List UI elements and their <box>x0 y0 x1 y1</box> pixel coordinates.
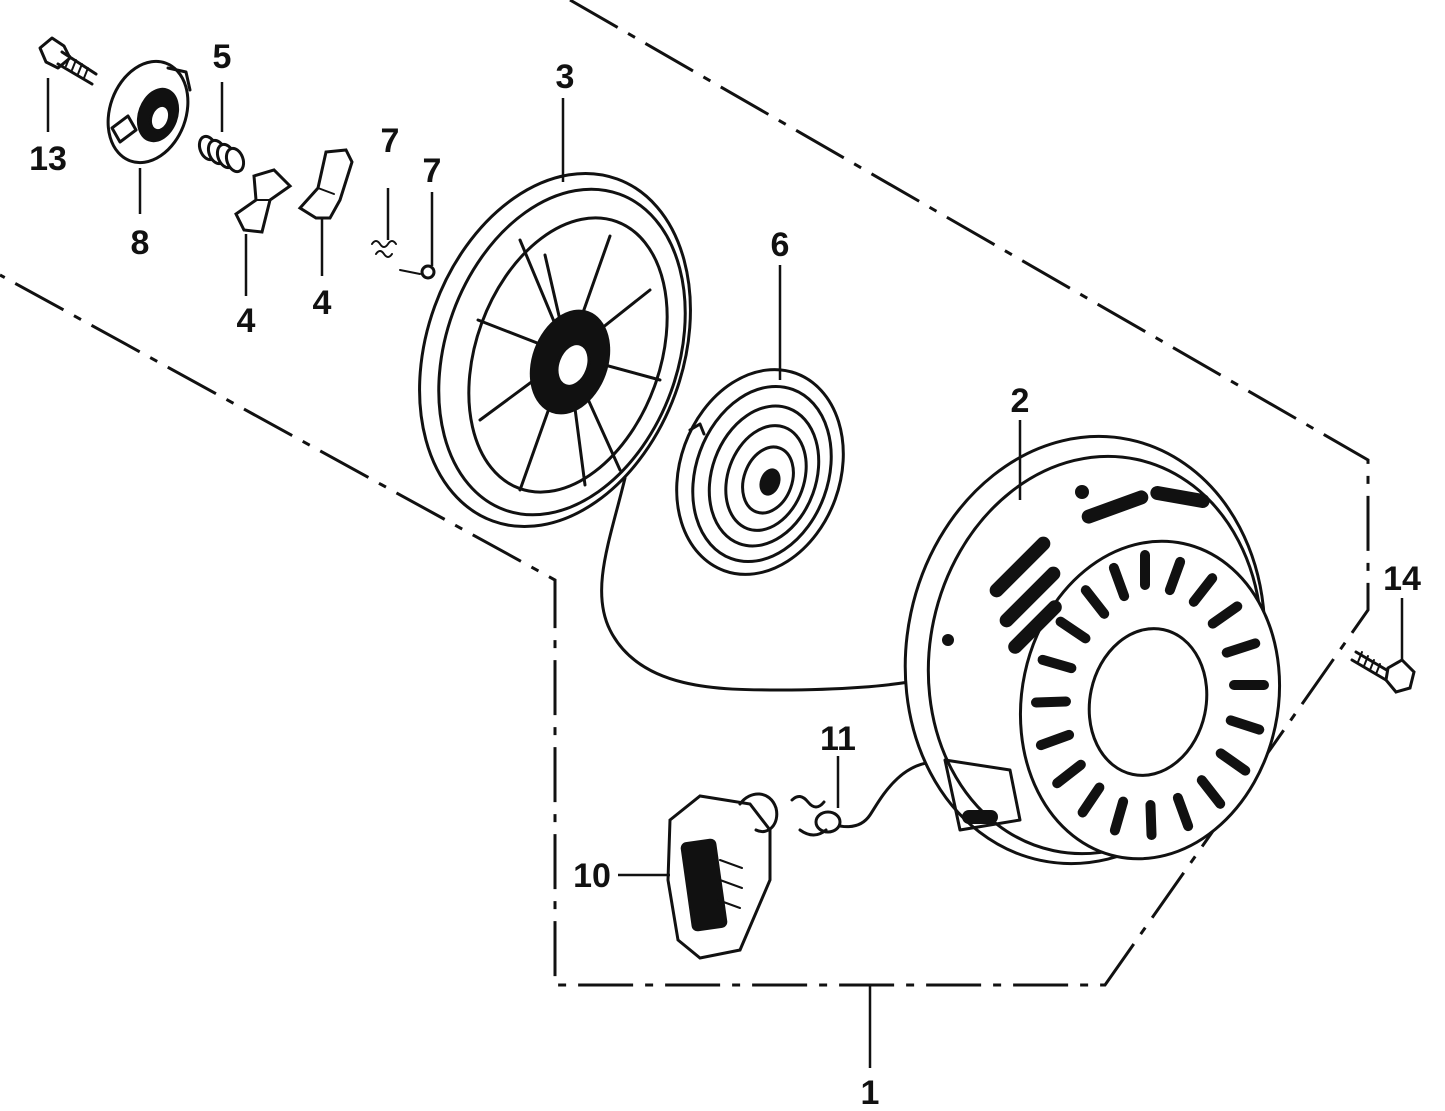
assembly-boundary <box>0 0 1370 987</box>
callout-7a: 7 <box>381 122 400 160</box>
callout-1: 1 <box>861 1074 880 1111</box>
part-4-ratchet-left <box>234 168 293 234</box>
part-4-ratchet-right <box>297 148 354 220</box>
part-13-bolt <box>38 36 98 86</box>
callout-4b: 4 <box>313 284 332 322</box>
callout-6: 6 <box>771 226 790 264</box>
callout-8: 8 <box>131 224 150 262</box>
callout-7b: 7 <box>423 152 442 190</box>
leader-lines <box>46 78 1404 1068</box>
part-5-spring <box>197 134 246 174</box>
part-3-reel <box>418 171 692 529</box>
callout-labels: 13 8 5 4 4 7 7 3 6 2 14 11 10 1 <box>29 38 1421 1111</box>
callout-4a: 4 <box>237 302 256 340</box>
case-side-grille <box>989 486 1210 654</box>
part-14-bolt <box>1350 650 1416 694</box>
callout-5: 5 <box>213 38 232 76</box>
part-6-recoil-spring <box>675 368 845 576</box>
starter-rope <box>600 476 942 829</box>
part-10-grip <box>666 792 779 960</box>
case-vent-slots <box>1031 550 1269 840</box>
part-11-rope-clip <box>790 795 842 837</box>
callout-10: 10 <box>573 857 611 895</box>
callout-11: 11 <box>820 720 856 758</box>
part-2-starter-case <box>903 434 1282 866</box>
part-8-ratchet-guide <box>106 59 192 165</box>
callout-13: 13 <box>29 140 67 178</box>
callout-2: 2 <box>1011 382 1030 420</box>
part-7-springs <box>371 240 436 280</box>
callout-14: 14 <box>1383 560 1421 598</box>
callout-3: 3 <box>556 58 575 96</box>
